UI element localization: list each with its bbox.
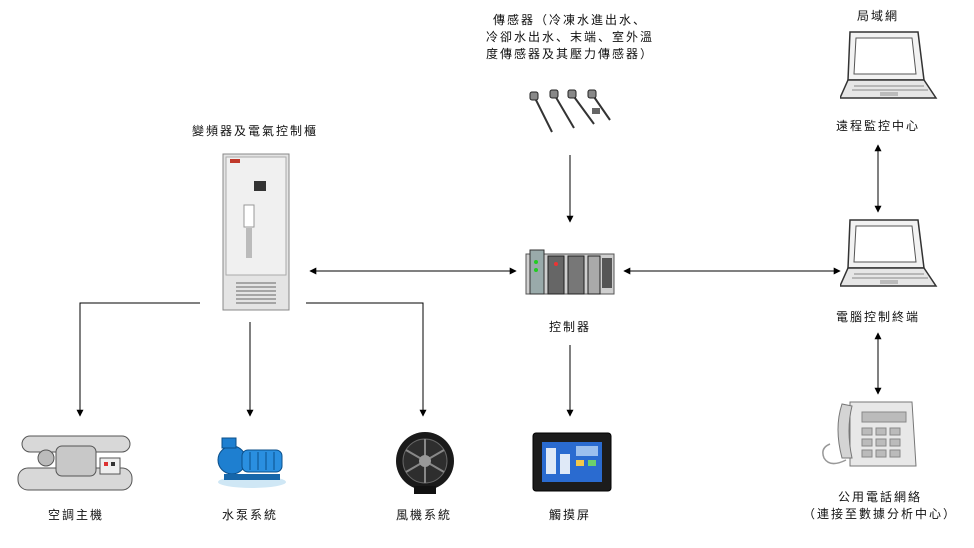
controller-label: 控制器 <box>548 320 591 334</box>
terminal-label: 電腦控制終端 <box>835 310 920 324</box>
laptop-icon <box>840 31 938 99</box>
sensor-probes-icon <box>529 89 611 133</box>
touchscreen-label: 觸摸屏 <box>548 508 591 522</box>
chiller-icon <box>17 435 133 491</box>
remote-center-label: 遠程監控中心 <box>835 119 920 133</box>
laptop-icon <box>840 219 938 287</box>
lan-label: 局域網 <box>856 9 899 23</box>
telephone-icon <box>822 401 917 467</box>
water-pump-icon <box>217 437 286 488</box>
plc-controller-icon <box>525 249 615 295</box>
cabinet-to-chiller-arrow <box>76 302 200 417</box>
fan-label: 風機系統 <box>395 508 452 522</box>
cabinet-label: 變頻器及電氣控制櫃 <box>191 124 318 138</box>
pump-label: 水泵系統 <box>221 508 278 522</box>
phone-label: 公用電話網絡 （連接至數據分析中心） <box>802 490 957 521</box>
chiller-label: 空調主機 <box>47 508 104 522</box>
control-cabinet-icon <box>222 153 290 311</box>
cabinet-to-fan-arrow <box>306 302 427 417</box>
axial-fan-icon <box>396 432 454 494</box>
touchscreen-panel-icon <box>532 432 612 492</box>
sensors-label: 傳感器（冷凍水進出水、 冷卻水出水、末端、室外溫 度傳感器及其壓力傳感器） <box>485 13 654 61</box>
